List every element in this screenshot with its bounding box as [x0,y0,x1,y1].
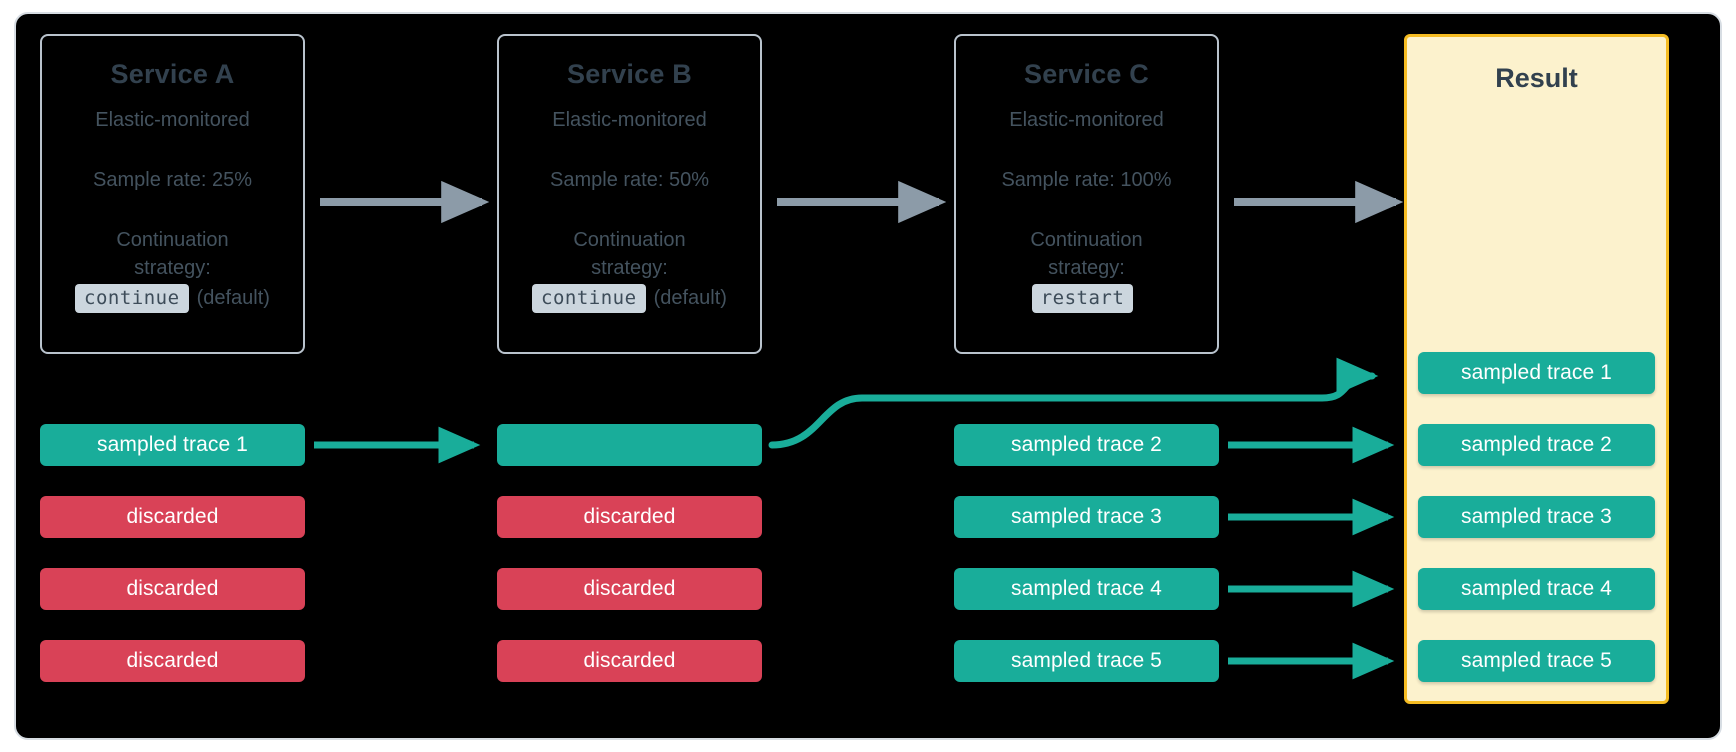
trace-pill-label: sampled trace 1 [1461,361,1612,384]
trace-pill-b-3: discarded [497,568,762,610]
service-b-strategy-label: Continuation strategy: [499,226,760,283]
result-trace-pill-1: sampled trace 1 [1418,352,1655,394]
service-b-strategy-line1: Continuation [573,228,686,251]
result-trace-pill-5: sampled trace 5 [1418,640,1655,682]
trace-pill-label: sampled trace 3 [1011,505,1162,528]
trace-pill-a-2: discarded [40,496,305,538]
service-b-title: Service B [567,59,692,89]
trace-pill-label: discarded [126,505,219,528]
service-a-strategy-note: (default) [196,287,270,310]
trace-pill-label: sampled trace 1 [97,433,248,456]
service-a-strategy-value: continue [75,284,189,314]
trace-pill-c-1: sampled trace 2 [954,424,1219,466]
trace-pill-label: discarded [583,649,676,672]
trace-pill-label: sampled trace 4 [1011,577,1162,600]
trace-pill-c-4: sampled trace 5 [954,640,1219,682]
service-c-monitored: Elastic-monitored [1009,108,1164,131]
trace-pill-a-1: sampled trace 1 [40,424,305,466]
diagram-canvas: Service A Elastic-monitored Sample rate:… [14,12,1722,740]
service-c-strategy-row: restart [956,284,1217,314]
service-c-sample-rate: Sample rate: 100% [1001,168,1172,191]
trace-pill-c-2: sampled trace 3 [954,496,1219,538]
result-trace-pill-4: sampled trace 4 [1418,568,1655,610]
service-b-strategy-row: continue (default) [499,284,760,314]
service-b-monitored: Elastic-monitored [552,108,707,131]
trace-pill-a-4: discarded [40,640,305,682]
trace-pill-label: sampled trace 5 [1461,649,1612,672]
trace-pill-label: discarded [583,505,676,528]
service-a-strategy-line1: Continuation [116,228,229,251]
result-trace-pill-3: sampled trace 3 [1418,496,1655,538]
service-a-title: Service A [110,59,235,89]
service-a-strategy-line2: strategy: [134,257,211,280]
service-b-strategy-value: continue [532,284,646,314]
service-b-strategy-note: (default) [653,287,727,310]
trace-pill-label: sampled trace 3 [1461,505,1612,528]
service-c-strategy-line1: Continuation [1030,228,1143,251]
trace-pill-label: sampled trace 2 [1461,433,1612,456]
service-a-strategy-row: continue (default) [42,284,303,314]
service-b-strategy-line2: strategy: [591,257,668,280]
trace-pill-label: sampled trace 4 [1461,577,1612,600]
trace-pill-label: discarded [583,577,676,600]
service-box-b: Service B Elastic-monitored Sample rate:… [497,34,762,354]
service-b-sample-rate: Sample rate: 50% [550,168,709,191]
trace-pill-b-4: discarded [497,640,762,682]
trace-pill-label: discarded [126,649,219,672]
service-c-strategy-line2: strategy: [1048,257,1125,280]
service-a-sample-rate: Sample rate: 25% [93,168,252,191]
trace-pill-label: sampled trace 5 [1011,649,1162,672]
service-box-a: Service A Elastic-monitored Sample rate:… [40,34,305,354]
service-c-title: Service C [1024,59,1149,89]
service-c-strategy-label: Continuation strategy: [956,226,1217,283]
result-title: Result [1495,63,1578,93]
result-trace-pill-2: sampled trace 2 [1418,424,1655,466]
service-box-c: Service C Elastic-monitored Sample rate:… [954,34,1219,354]
trace-pill-label: discarded [126,577,219,600]
trace-pill-a-3: discarded [40,568,305,610]
service-c-strategy-value: restart [1031,284,1134,314]
trace-pill-c-3: sampled trace 4 [954,568,1219,610]
service-a-strategy-label: Continuation strategy: [42,226,303,283]
trace-pill-label: sampled trace 2 [1011,433,1162,456]
trace-pill-b-1 [497,424,762,466]
trace-pill-b-2: discarded [497,496,762,538]
service-a-monitored: Elastic-monitored [95,108,250,131]
